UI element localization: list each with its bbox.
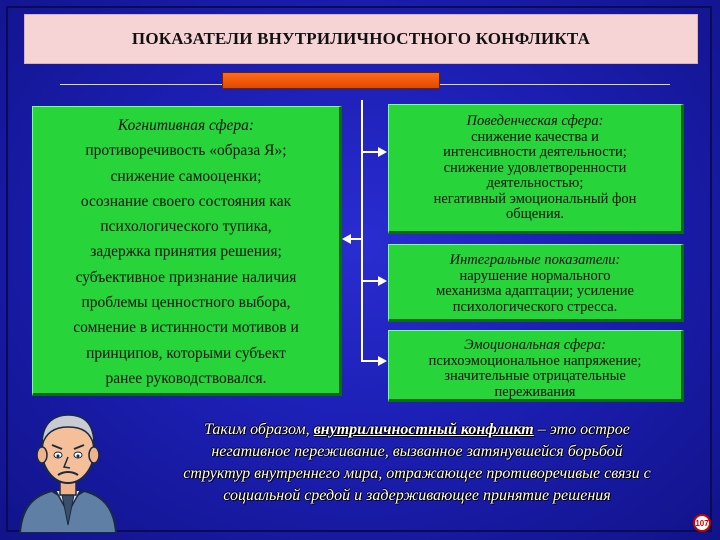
arrow-right-icon xyxy=(378,276,387,286)
cognitive-line: субъективное признание наличия xyxy=(75,268,297,286)
conclusion-text: Таким образом, внутриличностный конфликт… xyxy=(132,419,702,507)
arrow-right-icon xyxy=(378,356,387,366)
connector-integral xyxy=(363,280,379,282)
conclusion-term: внутриличностный конфликт xyxy=(313,421,534,438)
cognitive-line: психологического тупика, xyxy=(100,218,272,236)
cognitive-line: задержка принятия решения; xyxy=(90,243,282,261)
page-number-badge: 107 xyxy=(693,514,711,532)
slide-title-text: ПОКАЗАТЕЛИ ВНУТРИЛИЧНОСТНОГО КОНФЛИКТА xyxy=(131,29,591,48)
emotional-line: переживания xyxy=(494,383,576,400)
cognitive-line: ранее руководствовался. xyxy=(105,369,267,387)
behavioral-line: деятельностью; xyxy=(486,175,584,191)
behavioral-heading: Поведенческая сфера: xyxy=(466,113,604,129)
behavioral-line: снижение качества и xyxy=(471,128,599,145)
integral-indicators-box: Интегральные показатели: нарушение норма… xyxy=(388,244,684,322)
connector-vertical xyxy=(361,100,363,362)
conclusion-lead: Таким образом, xyxy=(204,421,310,438)
integral-line: психологического стресса. xyxy=(452,298,618,315)
cognitive-line: снижение самооценки; xyxy=(110,167,262,185)
emotional-sphere-box: Эмоциональная сфера: психоэмоциональное … xyxy=(388,330,684,402)
connector-cognitive xyxy=(350,238,362,240)
behavioral-line: снижение удовлетворенности xyxy=(443,159,627,176)
arrow-right-icon xyxy=(378,147,387,157)
conclusion-line: социальной средой и задерживающее принят… xyxy=(223,487,611,504)
behavioral-line: общения. xyxy=(505,206,565,222)
connector-emotional xyxy=(363,360,379,362)
slide-frame xyxy=(6,6,712,532)
cognitive-line: осознание своего состояния как xyxy=(80,192,292,210)
behavioral-sphere-box: Поведенческая сфера: снижение качества и… xyxy=(388,104,684,234)
cognitive-heading: Когнитивная сфера: xyxy=(117,117,255,134)
conclusion-line: структур внутреннего мира, отражающее пр… xyxy=(183,465,651,482)
page-number: 107 xyxy=(695,518,709,528)
integral-line: механизма адаптации; усиление xyxy=(436,283,634,299)
connector-behavioral xyxy=(363,151,379,153)
conclusion-line1-rest: – это острое xyxy=(537,421,630,438)
conclusion-line: негативное переживание, вызванное затяну… xyxy=(211,443,623,460)
behavioral-line: негативный эмоциональный фон xyxy=(433,190,637,207)
cognitive-line: принципов, которыми субъект xyxy=(86,344,286,362)
cognitive-line: противоречивость «образа Я»; xyxy=(85,142,287,160)
emotional-line: значительные отрицательные xyxy=(444,368,626,384)
emotional-heading: Эмоциональная сфера: xyxy=(464,337,606,353)
arrow-left-icon xyxy=(342,234,351,244)
cognitive-sphere-box: Когнитивная сфера: противоречивость «обр… xyxy=(32,106,342,396)
worried-man-icon xyxy=(18,414,118,533)
cognitive-line: проблемы ценностного выбора, xyxy=(81,294,291,312)
emotional-line: психоэмоциональное напряжение; xyxy=(428,352,642,369)
title-accent-bar xyxy=(222,72,440,89)
cognitive-line: сомнение в истинности мотивов и xyxy=(73,319,299,337)
integral-line: нарушение нормального xyxy=(459,267,611,284)
integral-heading: Интегральные показатели: xyxy=(449,252,621,268)
slide-title: ПОКАЗАТЕЛИ ВНУТРИЛИЧНОСТНОГО КОНФЛИКТА xyxy=(24,14,698,64)
behavioral-line: интенсивности деятельности; xyxy=(443,144,627,160)
